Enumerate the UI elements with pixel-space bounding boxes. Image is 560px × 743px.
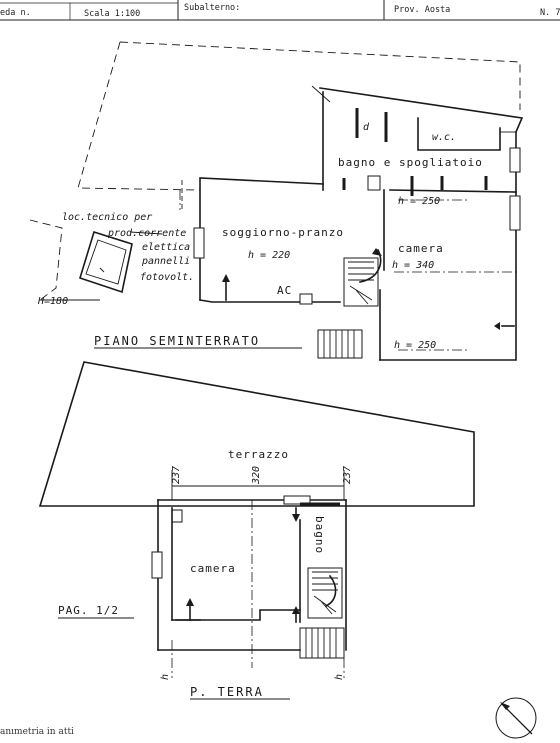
ground-arrow-left-head [186, 598, 194, 606]
ground-stair-arrow [324, 574, 337, 608]
annex-leader-line [129, 231, 163, 235]
label-terrazzo: terrazzo [228, 448, 289, 461]
slanted-wall-detail [311, 85, 331, 103]
ground-lower-steps [299, 627, 345, 659]
bagno-fixture [367, 175, 381, 191]
window-soggiorno [193, 227, 205, 259]
ground-h-left: h [160, 674, 171, 680]
stair-box [343, 257, 379, 307]
ground-lower-steps-treads [305, 628, 337, 658]
ground-arrow-top-head [292, 514, 300, 522]
title-piano-terra: P. TERRA [190, 685, 264, 699]
soggiorno-top-left-walls [199, 177, 324, 301]
stair-treads [348, 261, 374, 305]
number-label: N. 7 [540, 8, 560, 18]
upper-slanted-wall [319, 87, 524, 134]
dim-320: 320 [251, 466, 262, 485]
window-bagno [509, 147, 521, 173]
camera-arrow-head [494, 322, 500, 330]
title-piano-seminterrato: PIANO SEMINTERRATO [94, 334, 260, 348]
scale-label: Scala 1:100 [84, 9, 141, 19]
annex-inner-wall [85, 239, 127, 285]
footer-note: anımetria in atti [0, 727, 74, 737]
ground-arrow-bottom-head [292, 606, 300, 614]
entry-steps-treads [323, 330, 355, 358]
label-h250-top: h = 250 [398, 196, 440, 207]
entry-arrow-head [222, 274, 230, 282]
label-soggiorno: soggiorno-pranzo [222, 226, 344, 239]
annex-line4: pannelli [141, 256, 190, 267]
page-number: PAG. 1/2 [58, 604, 119, 617]
label-d: d [363, 122, 370, 133]
window-ground-top [283, 495, 311, 505]
window-ground-left [151, 551, 163, 579]
label-soggiorno-h: h = 220 [248, 250, 290, 261]
label-ac: AC [277, 284, 292, 297]
label-wc: w.c. [432, 132, 456, 143]
annex-line3: elettica [142, 242, 190, 253]
window-camera-right [509, 195, 521, 231]
ground-floor-plan: terrazzo 237 320 237 [38, 361, 475, 700]
semi-basement-plan: d w.c. bagno e spogliatoio soggiorno-pra… [29, 41, 524, 361]
label-camera-semi: camera [398, 242, 444, 255]
title-block-header: eda n. Scala 1:100 Subalterno: Prov. Aos… [0, 0, 560, 22]
ac-unit [299, 293, 313, 305]
entry-steps [317, 329, 363, 359]
wc-room-walls [417, 117, 501, 151]
label-bagno: bagno e spogliatoio [338, 156, 483, 169]
ground-outline-left [77, 41, 201, 191]
ground-stair-box [307, 567, 343, 619]
annex-ground-outline [29, 219, 63, 301]
label-h340: h = 340 [392, 260, 434, 271]
ground-h-right: h [334, 674, 345, 680]
ground-fixture [171, 509, 183, 523]
annex-line5: fotovolt. [140, 272, 194, 283]
wall-camera-top [389, 189, 517, 193]
subalterno-label: Subalterno: [184, 3, 241, 13]
sheet-label: eda n. [0, 8, 31, 18]
header-frame [0, 0, 560, 21]
stair-arrow-head [372, 248, 382, 256]
annex-outer-wall [79, 230, 133, 294]
province-label: Prov. Aosta [394, 5, 451, 15]
label-bagno-ground: bagno [313, 516, 326, 554]
north-arrow-icon [495, 697, 537, 739]
annex-height: H=180 [37, 296, 68, 307]
annex-detail [99, 267, 105, 273]
terrazzo-outline [38, 361, 475, 507]
ground-stair-treads [312, 571, 338, 615]
annex-line2: prod.corrente [107, 228, 186, 239]
ground-outline-top [119, 41, 521, 110]
label-camera-ground: camera [190, 562, 236, 575]
dim-237-right: 237 [342, 466, 353, 484]
soggiorno-bottom-wall [199, 299, 301, 303]
inner-partition-bottom [171, 609, 301, 621]
label-h250-bottom: h = 250 [394, 340, 436, 351]
dim-237-left: 237 [171, 466, 182, 484]
annex-line1: loc.tecnico per [62, 212, 152, 223]
